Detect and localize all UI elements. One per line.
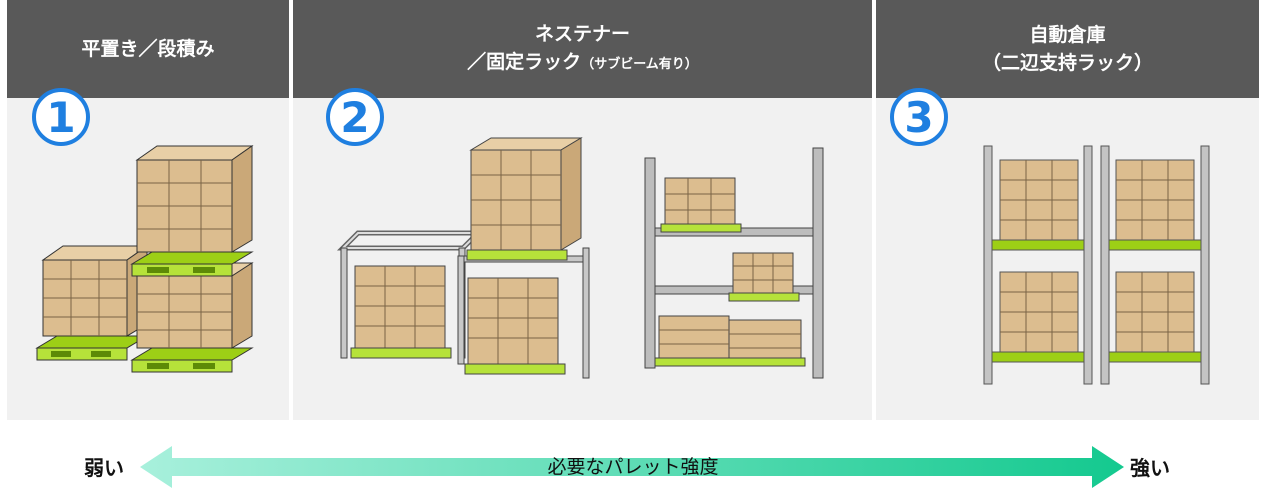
pallet-stack-right — [130, 145, 254, 373]
scene-two-side-rack — [983, 145, 1210, 385]
panel-header: ネステナー ／固定ラック（サブビーム有り） — [293, 0, 872, 98]
panel-floor-stacking: 平置き／段積み 1 — [7, 0, 289, 420]
panel-nestainer-rack: ネステナー ／固定ラック（サブビーム有り） — [293, 0, 872, 420]
panel-automated-warehouse: 自動倉庫 （二辺支持ラック） 3 — [876, 0, 1259, 420]
strength-arrow — [140, 446, 1124, 488]
panel-note: （サブビーム有り） — [581, 56, 698, 72]
panel-title: 自動倉庫 — [1029, 24, 1106, 46]
low-strength-label: 弱い — [84, 456, 124, 480]
scene-nestainer-and-rack — [336, 137, 824, 379]
pallet-stack-left — [35, 245, 149, 361]
scene-stacked-pallets — [35, 145, 254, 373]
panel-header: 平置き／段積み — [7, 0, 289, 98]
rack-uprights — [983, 145, 1210, 385]
high-strength-label: 強い — [1130, 456, 1170, 480]
number-badge: 1 — [32, 88, 90, 146]
fixed-rack — [644, 147, 824, 379]
panel-header: 自動倉庫 （二辺支持ラック） — [876, 0, 1259, 98]
panel-subtitle: （二辺支持ラック） — [981, 52, 1153, 74]
panel-title: 平置き／段積み — [81, 38, 215, 60]
nestainer-lower — [336, 137, 590, 379]
number-badge: 3 — [890, 88, 948, 146]
pallet-loads — [991, 159, 1202, 363]
number-badge: 2 — [326, 88, 384, 146]
panel-title: ネステナー — [534, 22, 630, 45]
panel-subtitle: ／固定ラック（サブビーム有り） — [467, 50, 698, 73]
